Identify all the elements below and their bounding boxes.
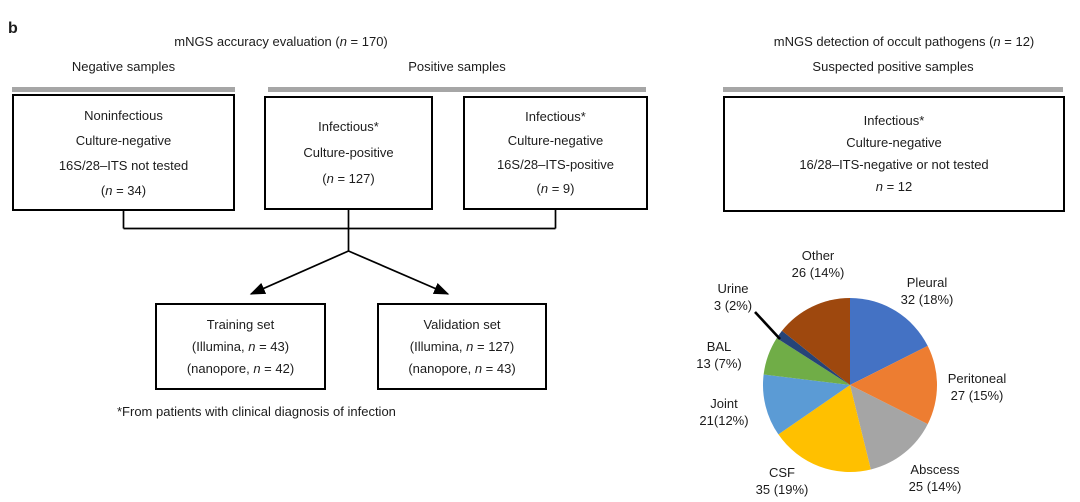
arrow-to-validation-set <box>348 250 450 295</box>
pie-label-pleural: Pleural 32 (18%) <box>900 275 954 307</box>
box-line: (nanopore, n = 42) <box>186 360 295 376</box>
box-occult-infectious: Infectious* Culture-negative 16/28–ITS-n… <box>723 96 1065 212</box>
pie-label-joint: Joint 21(12%) <box>699 396 749 428</box>
pie-chart-area: Other 26 (14%) Pleural 32 (18%) Urine 3 … <box>680 240 1080 502</box>
box-line: Infectious* <box>863 113 925 128</box>
pie-slice-abscess <box>850 385 928 470</box>
left-diagram-title: mNGS accuracy evaluation (n = 170) <box>174 34 388 49</box>
box-line: Training set <box>206 316 275 332</box>
box-line: Culture-negative <box>507 133 604 148</box>
box-line: 16S/28–ITS not tested <box>58 157 189 173</box>
box-noninfectious: Noninfectious Culture-negative 16S/28–IT… <box>12 94 235 211</box>
pie-label-urine: Urine 3 (2%) <box>713 281 753 313</box>
panel-label: b <box>8 20 18 37</box>
positive-samples-underline-bar <box>268 87 646 92</box>
pie-slice-peritoneal <box>850 345 938 425</box>
box-validation-set: Validation set (Illumina, n = 127) (nano… <box>377 303 547 390</box>
box-line: (n = 127) <box>322 171 375 186</box>
pie-label-abscess: Abscess 25 (14%) <box>908 462 962 494</box>
box-line: n = 12 <box>875 179 913 194</box>
arrow-to-training-set <box>249 250 349 295</box>
footnote: *From patients with clinical diagnosis o… <box>117 404 396 419</box>
pie-slice-joint <box>762 374 850 435</box>
negative-samples-underline-bar <box>12 87 235 92</box>
pie-label-other: Other 26 (14%) <box>791 248 845 280</box>
pie-chart <box>754 298 938 472</box>
box-line: Culture-positive <box>303 145 394 160</box>
pie-slice-other <box>781 298 850 385</box>
box-culture-positive: Infectious* Culture-positive (n = 127) <box>264 96 433 210</box>
pie-slice-bal <box>763 338 850 385</box>
pie-slice-pleural <box>850 298 928 385</box>
box-line: 16S/28–ITS-positive <box>496 157 615 172</box>
box-line: Culture-negative <box>846 135 942 150</box>
pie-label-bal: BAL 13 (7%) <box>696 339 742 371</box>
suspected-samples-underline-bar <box>723 87 1063 92</box>
pie-slice-urine <box>776 330 850 385</box>
pie-label-peritoneal: Peritoneal 27 (15%) <box>947 371 1007 403</box>
box-training-set: Training set (Illumina, n = 43) (nanopor… <box>155 303 326 390</box>
pie-slices <box>762 298 938 472</box>
connector-lines <box>122 206 557 251</box>
box-line: (nanopore, n = 43) <box>408 360 516 376</box>
suspected-positive-header: Suspected positive samples <box>812 59 974 74</box>
box-line: (n = 9) <box>536 181 575 196</box>
negative-samples-header: Negative samples <box>71 59 176 74</box>
urine-leader-line <box>754 311 781 340</box>
box-line: (n = 34) <box>100 182 147 198</box>
box-line: (Illumina, n = 43) <box>191 338 290 354</box>
box-line: Infectious* <box>318 119 379 134</box>
right-diagram-title: mNGS detection of occult pathogens (n = … <box>773 34 1035 49</box>
box-line: Validation set <box>423 316 501 332</box>
pie-label-csf: CSF 35 (19%) <box>755 465 809 497</box>
box-line: 16/28–ITS-negative or not tested <box>799 157 989 172</box>
positive-samples-header: Positive samples <box>408 59 506 74</box>
pie-slice-csf <box>778 385 871 472</box>
box-line: (Illumina, n = 127) <box>409 338 515 354</box>
box-line: Culture-negative <box>75 132 172 148</box>
box-culture-negative-its-positive: Infectious* Culture-negative 16S/28–ITS-… <box>463 96 648 210</box>
box-line: Infectious* <box>525 109 586 124</box>
box-line: Noninfectious <box>84 107 163 123</box>
